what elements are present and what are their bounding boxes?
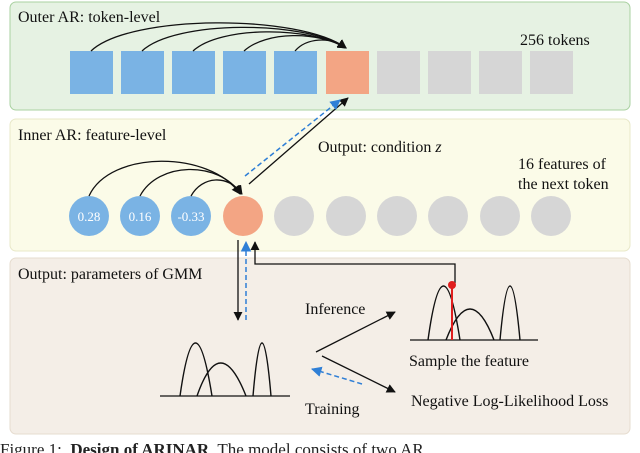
future-token-square [530,51,573,94]
caption-rest: . The model consists of two AR [209,441,424,453]
future-feature-circle [531,196,571,236]
feature-circle [120,196,160,236]
feature-value: 0.16 [129,209,152,224]
feature-circle [171,196,211,236]
inference-arrow [315,311,396,353]
current-token-square [326,51,369,94]
token-square [223,51,266,94]
current-feature-circle [223,196,263,236]
caption-prefix: Figure 1: [0,441,62,453]
feature-value: -0.33 [177,209,204,224]
future-token-square [428,51,471,94]
gmm-panel [9,257,631,435]
gmm-mixture-curves [179,342,272,397]
outer-ar-title: Outer AR: token-level [18,9,161,26]
training-line [321,355,396,393]
future-feature-circle [428,196,468,236]
condition-label: Output: condition z [318,139,442,156]
token-square [70,51,113,94]
condition-arrow [248,97,349,185]
inference-label: Inference [305,301,365,318]
caption-title: Design of ARINAR [70,441,210,453]
nll-loss-label: Negative Log-Likelihood Loss [411,393,608,410]
gmm-title: Output: parameters of GMM [18,266,202,283]
future-feature-circle [274,196,314,236]
inner-dependency-arcs [88,160,243,197]
feedback-dashed-arrow [244,99,341,177]
features-label-line1: 16 features of [518,156,607,173]
future-token-square [479,51,522,94]
future-token-square [377,51,420,94]
sample-marker-dot [448,281,456,289]
inner-ar-title: Inner AR: feature-level [18,127,167,144]
token-square [274,51,317,94]
outer-ar-panel [9,1,631,111]
figure-caption: Figure 1: Design of ARINAR. The model co… [0,441,640,453]
training-dashed-arrow [310,366,363,385]
feature-circle [69,196,109,236]
inner-ar-panel [9,118,631,252]
training-label: Training [305,401,360,418]
features-label-line2: the next token [518,176,609,193]
token-square [172,51,215,94]
future-feature-circle [480,196,520,236]
future-feature-circle [326,196,366,236]
sample-feature-label: Sample the feature [409,353,529,370]
sample-return-arrow [250,241,456,283]
outer-dependency-arcs [90,22,347,52]
token-square [121,51,164,94]
token-count-label: 256 tokens [520,32,590,49]
feature-value: 0.28 [78,209,101,224]
future-feature-circle [377,196,417,236]
